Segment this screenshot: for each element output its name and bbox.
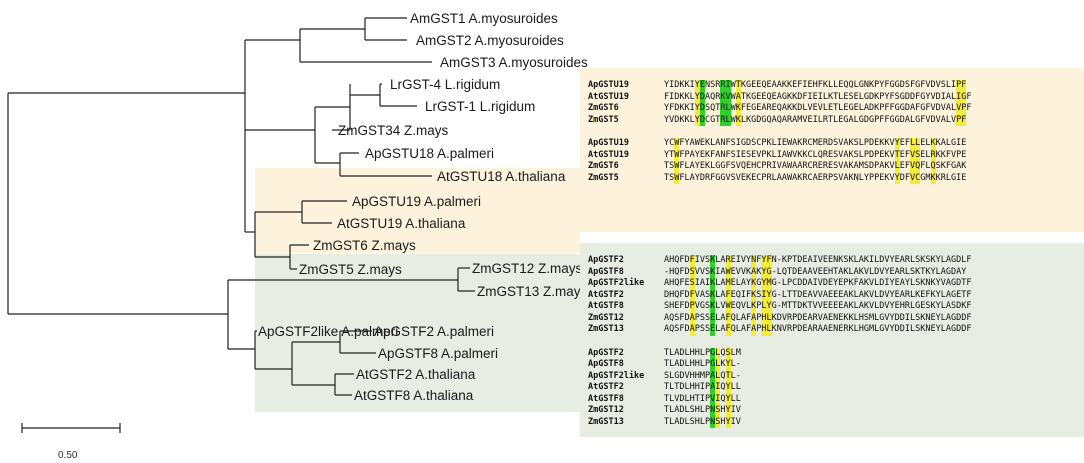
sequence-name: ApGSTF2like xyxy=(588,278,645,288)
alignment-row: ApGSTF2like SLGDVHHMPALQTL- xyxy=(588,370,1084,382)
sequence-name: AtGSTF2 xyxy=(588,289,624,300)
scale-bar-label: 0.50 xyxy=(58,450,78,461)
sequence-residues: AQSFDAPSSELAFQLAFAPHLKDVRPDEARVAENEKKLHS… xyxy=(664,312,972,324)
leaf-label-apgstf2: ApGSTF2 A.palmeri xyxy=(374,324,494,339)
sequence-residues: SHEFDPVGSKLVWEQVLKPLYG-MTTDKTVVEEEEAKLAK… xyxy=(664,301,972,313)
sequence-name: ApGSTF2like xyxy=(588,370,645,381)
sequence-name: AtGSTF8 xyxy=(588,301,624,311)
sequence-name: ZmGST12 xyxy=(588,312,624,323)
leaf-label-apgstf8: ApGSTF8 A.palmeri xyxy=(378,346,498,361)
alignment-row: ZmGST6 TSWFLAYEKLGGFSVQEHCPRIVAWAARCRERES… xyxy=(588,161,1084,173)
sequence-name: ZmGST6 xyxy=(588,103,619,113)
sequence-residues: TSWFLAYEKLGGFSVQEHCPRIVAWAARCRERESVAKAMS… xyxy=(664,161,967,173)
leaf-label-apgstf2like: ApGSTF2like A.palmeri xyxy=(258,324,398,339)
leaf-label-lrgst-1: LrGST-1 L.rigidum xyxy=(425,99,535,114)
leaf-label-atgstf2: AtGSTF2 A.thaliana xyxy=(356,367,476,382)
alignment-row: ZmGST12 AQSFDAPSSELAFQLAFAPHLKDVRPDEARVAE… xyxy=(588,312,1084,324)
sequence-residues: YTWFPAYEKFANFSIESEVPKLIAWVKKCLQRESVAKSLP… xyxy=(664,149,967,161)
alignment-row: ZmGST12 TLADLSHLPNSHYIV xyxy=(588,405,1084,417)
leaf-label-zmgst5: ZmGST5 Z.mays xyxy=(299,262,402,277)
sequence-residues: TLADLHHLPGLQSLM xyxy=(664,347,741,359)
sequence-residues: AHQFESIAIKLAMELAYKGYMG-LPCDDAIVDEYEPKFAK… xyxy=(664,278,972,290)
phi-alignment-panel: ApGSTF2 AHQFDFIVSKLAREIVYNFYFN-KPTDEAIVEE… xyxy=(580,243,1084,437)
sequence-residues: AHQFDFIVSKLAREIVYNFYFN-KPTDEAIVEENKSKLAK… xyxy=(664,255,972,267)
sequence-name: ApGSTF2 xyxy=(588,255,624,265)
sequence-residues: TLADLSHLPNSHYIV xyxy=(664,405,741,417)
alignment-row: AtGSTU19 YTWFPAYEKFANFSIESEVPKLIAWVKKCLQR… xyxy=(588,149,1084,161)
sequence-name: ZmGST5 xyxy=(588,114,619,125)
alignment-row: ApGSTU19 YCWFYAWEKLANFSIGDSCPKLIEWAKRCMER… xyxy=(588,138,1084,150)
sequence-name: ZmGST13 xyxy=(588,416,624,427)
sequence-name: ApGSTU19 xyxy=(588,80,629,90)
sequence-residues: TLADLSHLPNSHYIV xyxy=(664,416,741,428)
alignment-row: AtGSTF8 TLVDLHTIPVIQYLL xyxy=(588,393,1084,405)
leaf-label-amgst2: AmGST2 A.myosuroides xyxy=(416,33,564,48)
leaf-label-zmgst12: ZmGST12 Z.mays xyxy=(472,261,583,276)
sequence-name: ZmGST13 xyxy=(588,324,624,334)
tau-alignment-panel: ApGSTU19 YIDKKIYENSRRIWTKGEEQEAAKKEFIEHFK… xyxy=(580,68,1084,232)
alignment-row: ZmGST13 TLADLSHLPNSHYIV xyxy=(588,416,1084,428)
sequence-name: ZmGST5 xyxy=(588,172,619,183)
alignment-row: ZmGST6 YFDKKIYDSQTRLWKFEGEAREQAKKDLVEVLET… xyxy=(588,103,1084,115)
leaf-label-apgstu18: ApGSTU18 A.palmeri xyxy=(365,146,494,161)
sequence-residues: SLGDVHHMPALQTL- xyxy=(664,370,741,382)
sequence-name: ApGSTU19 xyxy=(588,138,629,148)
sequence-residues: YCWFYAWEKLANFSIGDSCPKLIEWAKRCMERDSVAKSLP… xyxy=(664,138,967,150)
leaf-label-atgstu19: AtGSTU19 A.thaliana xyxy=(337,216,466,231)
sequence-residues: YFDKKIYDSQTRLWKFEGEAREQAKKDLVEVLETLEGELA… xyxy=(664,103,972,115)
alignment-row: ApGSTF8 TLADLHHLPGLKYL- xyxy=(588,359,1084,371)
sequence-residues: AQSFDAPSSELAFQLAFAPHLKNVRPDEARAAENERKLHG… xyxy=(664,324,972,336)
sequence-residues: DHQFDFVASKLAFEQIFKSIYG-LTTDEAVVAEEEAKLAK… xyxy=(664,289,972,301)
sequence-residues: -HQFDSVVSKIAWEVVKAKYG-LQTDEAAVEEHTAKLAKV… xyxy=(664,266,967,278)
sequence-residues: TLVDLHTIPVIQYLL xyxy=(664,393,741,405)
leaf-label-zmgst13: ZmGST13 Z.mays xyxy=(477,284,588,299)
alignment-row: ZmGST5 YVDKKLYDCGTRLWKLKGDGQAQARAMVEILRTL… xyxy=(588,114,1084,126)
sequence-name: ApGSTF8 xyxy=(588,266,624,277)
alignment-row: ZmGST13 AQSFDAPSSELAFQLAFAPHLKNVRPDEARAAE… xyxy=(588,324,1084,336)
sequence-residues: TLADLHHLPGLKYL- xyxy=(664,359,741,371)
tau-group-background xyxy=(255,168,580,253)
sequence-name: ApGSTF8 xyxy=(588,359,624,369)
sequence-residues: YIDKKIYENSRRIWTKGEEQEAAKKEFIEHFKLLEQQLGN… xyxy=(664,80,967,92)
sequence-name: AtGSTF2 xyxy=(588,382,624,392)
leaf-label-atgstf8: AtGSTF8 A.thaliana xyxy=(354,388,474,403)
leaf-label-zmgst34: ZmGST34 Z.mays xyxy=(338,123,449,138)
alignment-phi-block-2: ApGSTF2 TLADLHHLPGLQSLM ApGSTF8 TLADLHHLPGL… xyxy=(588,347,1084,428)
alignment-row: ApGSTF2 TLADLHHLPGLQSLM xyxy=(588,347,1084,359)
alignment-row: ApGSTF8 -HQFDSVVSKIAWEVVKAKYG-LQTDEAAVEEH… xyxy=(588,266,1084,278)
alignment-row: AtGSTF2 DHQFDFVASKLAFEQIFKSIYG-LTTDEAVVAE… xyxy=(588,289,1084,301)
alignment-tau-block-2: ApGSTU19 YCWFYAWEKLANFSIGDSCPKLIEWAKRCMER… xyxy=(588,138,1084,184)
leaf-label-atgstu18: AtGSTU18 A.thaliana xyxy=(437,169,566,184)
leaf-label-amgst3: AmGST3 A.myosuroides xyxy=(440,55,588,70)
leaf-label-lrgst-4: LrGST-4 L.rigidum xyxy=(390,77,500,92)
sequence-residues: TLTDLHHIPAIQYLL xyxy=(664,382,741,394)
alignment-row: ApGSTF2 AHQFDFIVSKLAREIVYNFYFN-KPTDEAIVEE… xyxy=(588,255,1084,267)
alignment-row: AtGSTU19 FIDKKLYDAQRKVWATKGEEQEAGKKDFIEIL… xyxy=(588,91,1084,103)
alignment-tau-block-1: ApGSTU19 YIDKKIYENSRRIWTKGEEQEAAKKEFIEHFK… xyxy=(588,80,1084,126)
sequence-name: AtGSTU19 xyxy=(588,91,629,102)
sequence-residues: FIDKKLYDAQRKVWATKGEEQEAGKKDFIEILKTLESELG… xyxy=(664,91,972,103)
alignment-phi-block-1: ApGSTF2 AHQFDFIVSKLAREIVYNFYFN-KPTDEAIVEE… xyxy=(588,255,1084,336)
sequence-name: AtGSTF8 xyxy=(588,393,624,404)
sequence-residues: YVDKKLYDCGTRLWKLKGDGQAQARAMVEILRTLEGALGD… xyxy=(664,114,967,126)
sequence-name: ApGSTF2 xyxy=(588,347,624,358)
scale-bar: 0.50 xyxy=(21,423,121,461)
sequence-name: ZmGST6 xyxy=(588,161,619,171)
alignment-row: AtGSTF2 TLTDLHHIPAIQYLL xyxy=(588,382,1084,394)
leaf-label-amgst1: AmGST1 A.myosuroides xyxy=(410,11,558,26)
alignment-row: ZmGST5 TSWFLAYDRFGGVSVEKECPRLAAWAKRCAERPS… xyxy=(588,172,1084,184)
alignment-row: AtGSTF8 SHEFDPVGSKLVWEQVLKPLYG-MTTDKTVVEE… xyxy=(588,301,1084,313)
leaf-label-apgstu19: ApGSTU19 A.palmeri xyxy=(352,194,481,209)
alignment-row: ApGSTF2like AHQFESIAIKLAMELAYKGYMG-LPCDDA… xyxy=(588,278,1084,290)
alignment-row: ApGSTU19 YIDKKIYENSRRIWTKGEEQEAAKKEFIEHFK… xyxy=(588,80,1084,92)
sequence-residues: TSWFLAYDRFGGVSVEKECPRLAAWAKRCAERPSVAKNLY… xyxy=(664,172,967,184)
leaf-label-zmgst6: ZmGST6 Z.mays xyxy=(313,238,416,253)
sequence-name: AtGSTU19 xyxy=(588,149,629,160)
sequence-name: ZmGST12 xyxy=(588,405,624,415)
